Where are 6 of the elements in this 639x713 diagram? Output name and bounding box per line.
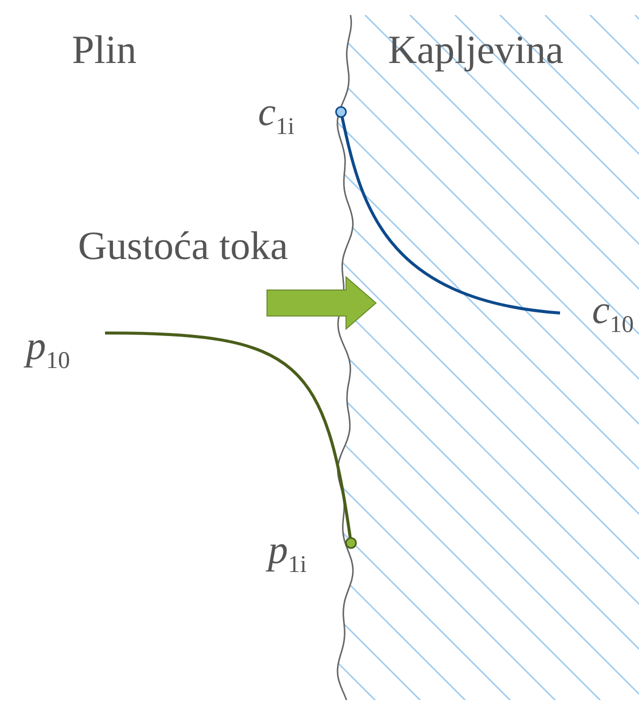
symbol-label: c$_{1i}$ <box>258 92 294 139</box>
arrow-label: Gustoća toka <box>78 226 288 266</box>
phase-label: Plin <box>72 30 136 70</box>
symbol-label: p$_{10}$ <box>26 326 70 373</box>
symbol-label: p$_{1i}$ <box>268 530 307 577</box>
symbol-label: c$_{10}$ <box>592 290 634 337</box>
